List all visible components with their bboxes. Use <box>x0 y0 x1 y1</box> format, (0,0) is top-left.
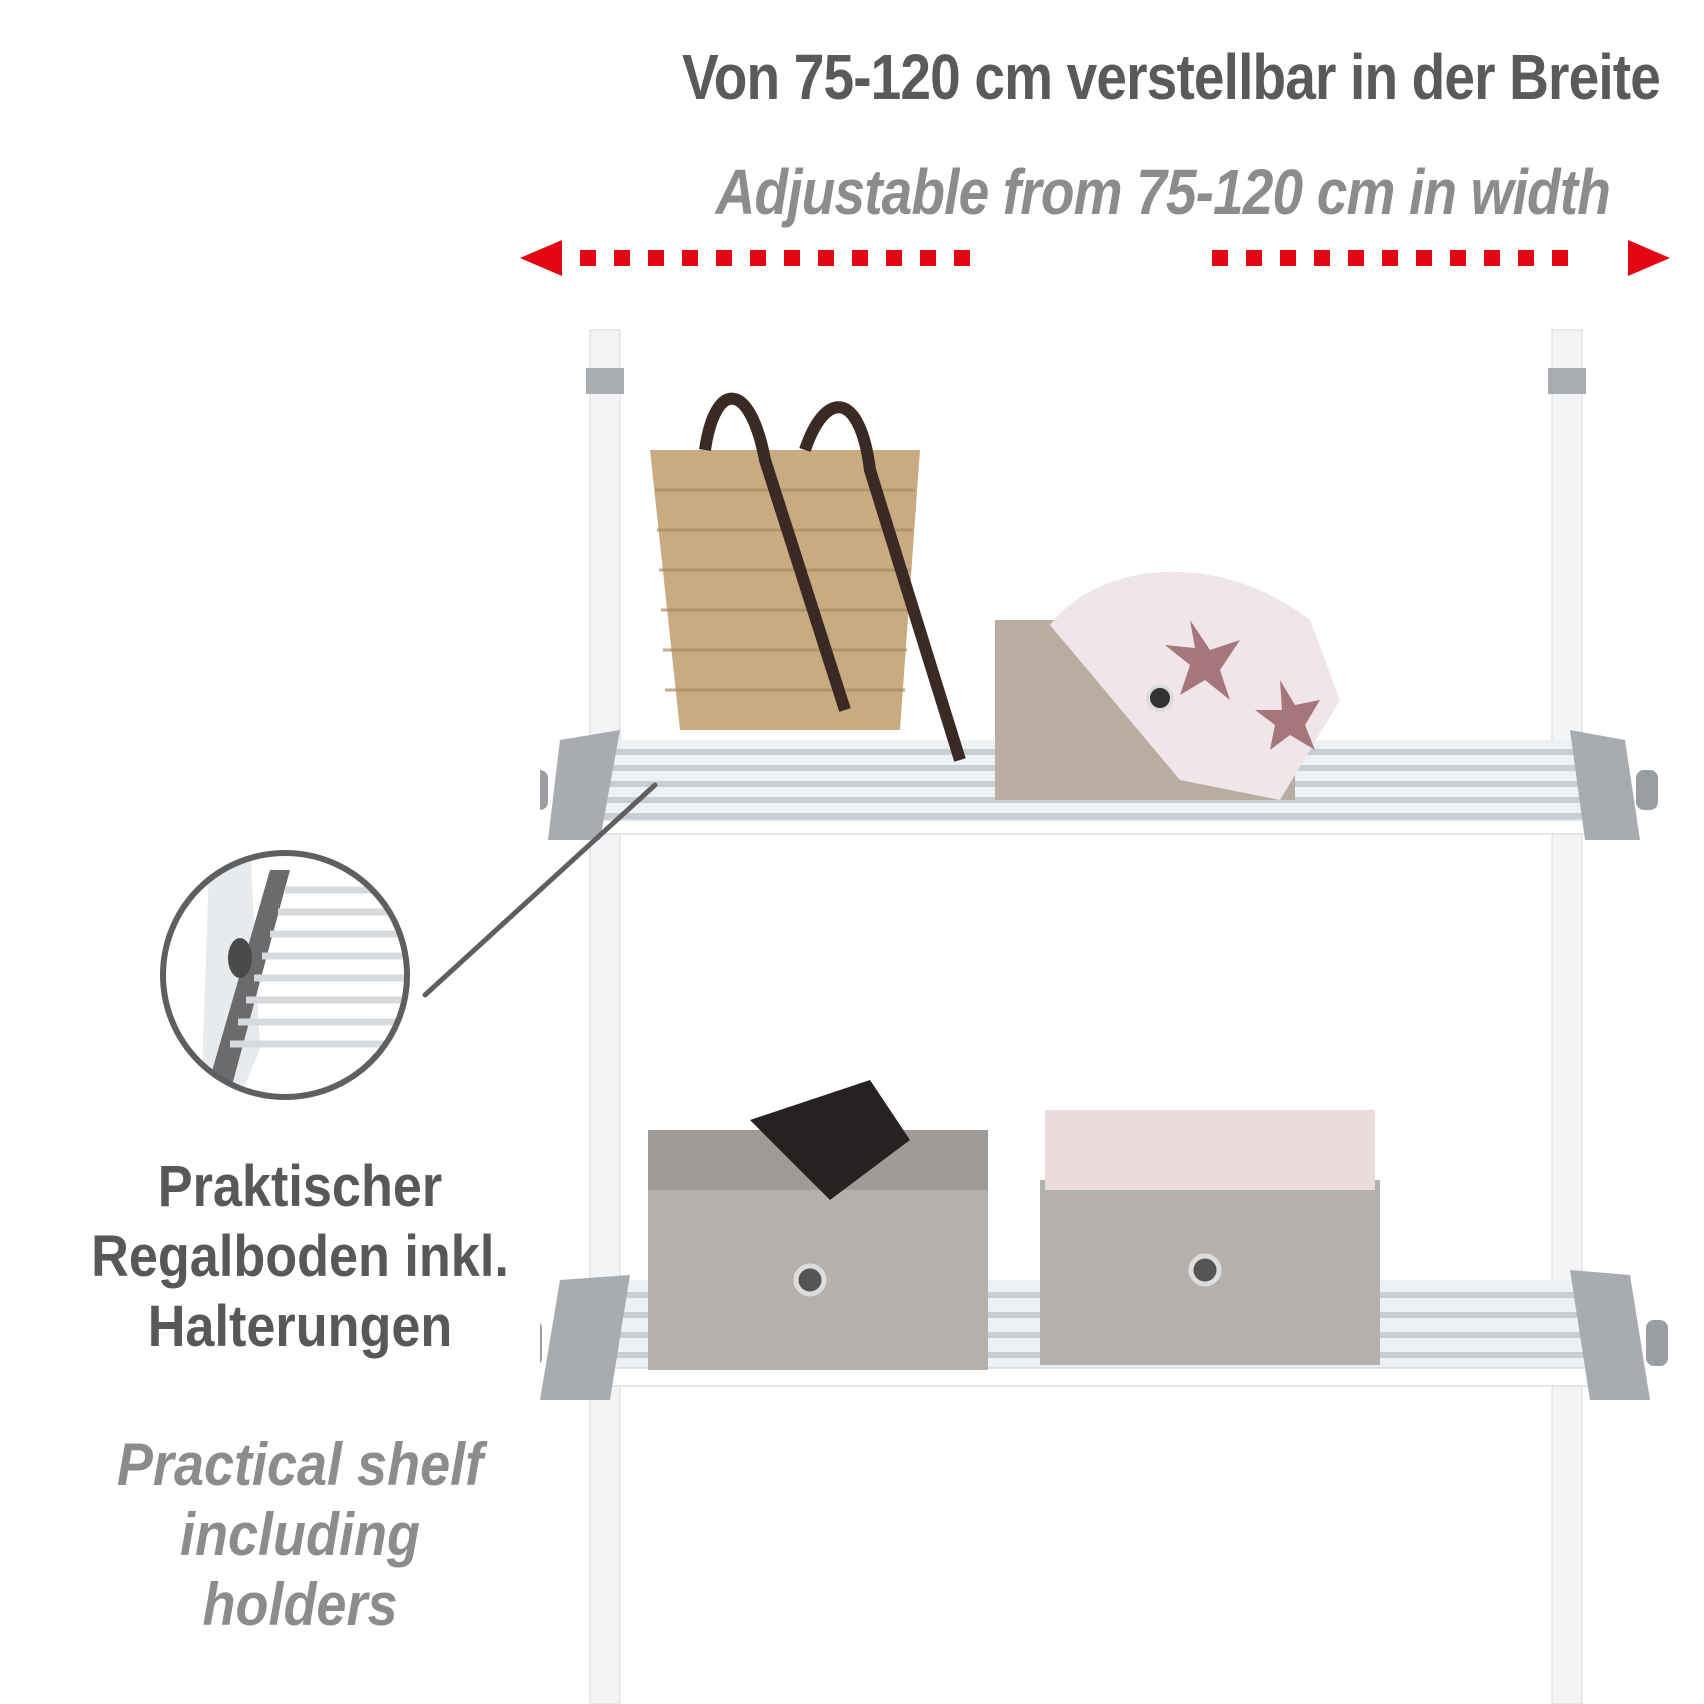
left-pole <box>589 329 621 1704</box>
caption-german-line-3: Halterungen <box>147 1294 453 1359</box>
heading-english: Adjustable from 75-120 cm in width <box>715 156 1611 228</box>
caption-english-line-1: Practical shelf <box>116 1431 484 1498</box>
caption-german-line-1: Praktischer <box>157 1154 443 1219</box>
woven-basket-bag <box>650 392 966 762</box>
caption-english: Practical shelf including holders <box>57 1430 543 1640</box>
width-arrow-left <box>520 238 990 278</box>
right-pole <box>1551 329 1583 1704</box>
arrow-right-icon <box>1212 240 1670 276</box>
storage-box-with-scarf <box>995 571 1340 800</box>
storage-box-with-gloves <box>648 1080 988 1370</box>
width-arrow-right <box>1212 238 1672 278</box>
arrow-left-icon <box>520 240 970 276</box>
gloves <box>750 1080 910 1200</box>
callout-connector-line <box>420 780 660 1000</box>
caption-german: Praktischer Regalboden inkl. Halterungen <box>57 1152 543 1362</box>
shelf-holder-magnifier-icon <box>160 850 410 1100</box>
shelving-unit-illustration <box>540 320 1690 1704</box>
heading-german: Von 75-120 cm verstellbar in der Breite <box>681 41 1661 113</box>
caption-english-line-2: including <box>180 1501 420 1568</box>
caption-english-line-3: holders <box>202 1571 398 1638</box>
storage-box-with-sweater <box>1040 1110 1380 1365</box>
callout-detail <box>150 840 440 1130</box>
caption-german-line-2: Regalboden inkl. <box>91 1224 509 1289</box>
